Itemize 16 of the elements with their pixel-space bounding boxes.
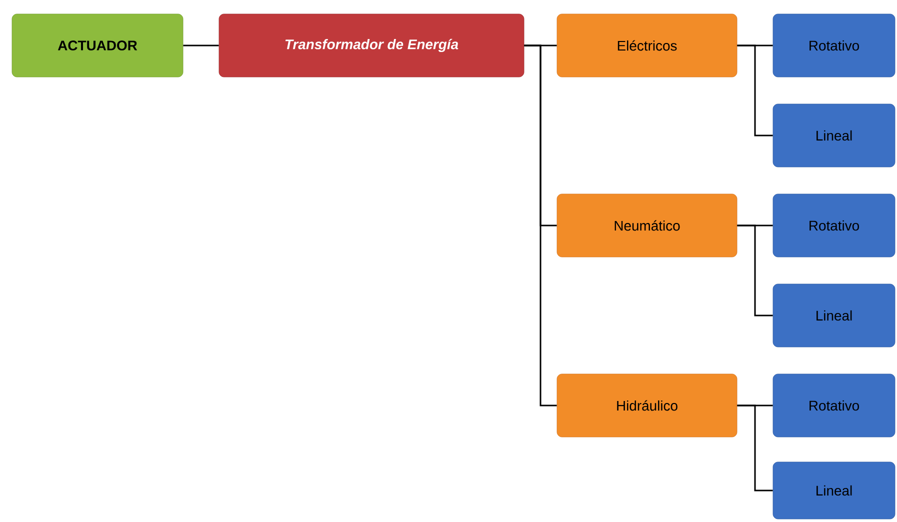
type-box: Lineal xyxy=(772,104,896,168)
type-box: Lineal xyxy=(772,462,896,520)
category-box: ACTUADOR xyxy=(12,14,184,78)
connector-line xyxy=(737,44,773,136)
category-box: Neumático xyxy=(556,194,738,258)
connector-line xyxy=(737,404,773,492)
connector-line xyxy=(524,44,557,406)
connector-line xyxy=(737,224,773,316)
category-box: Hidráulico xyxy=(556,374,738,438)
type-box: Lineal xyxy=(772,284,896,348)
type-box: Rotativo xyxy=(772,194,896,258)
type-box: Rotativo xyxy=(772,14,896,78)
category-box: Eléctricos xyxy=(556,14,738,78)
type-box: Rotativo xyxy=(772,374,896,438)
connector-line xyxy=(183,44,219,46)
process-box: Transformador de Energía xyxy=(218,14,524,78)
